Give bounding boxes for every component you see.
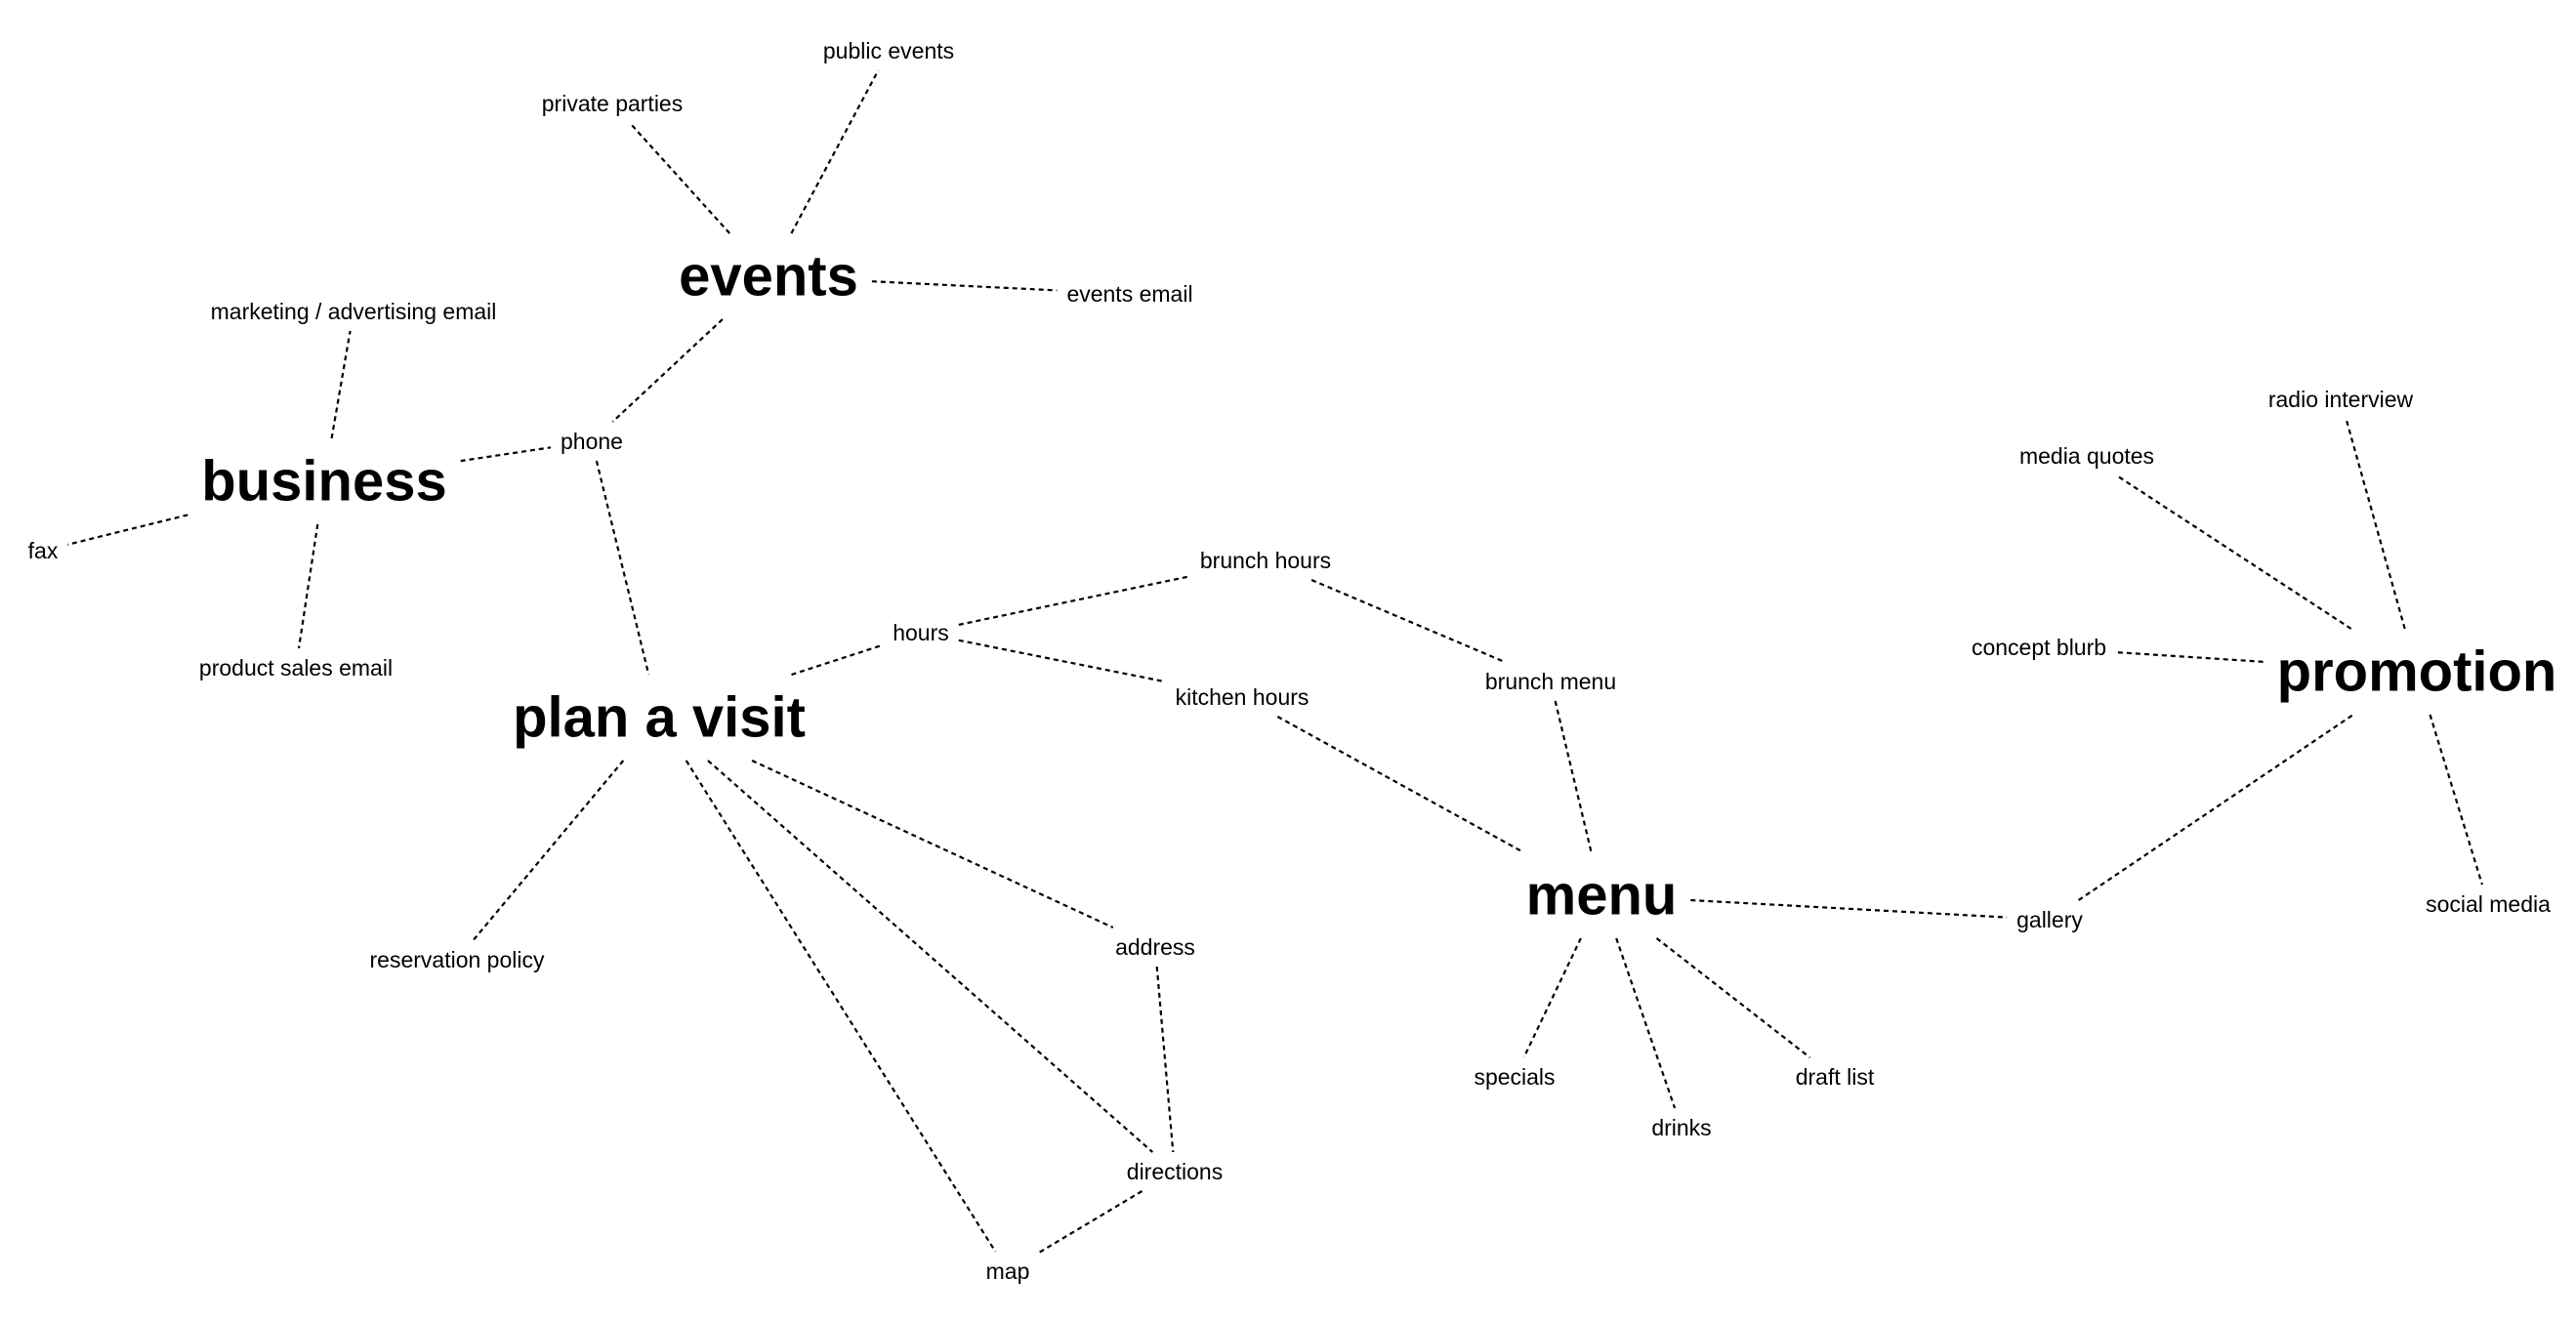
node-directions: directions [1127,1159,1223,1184]
edge-events-to-public-events [790,69,880,234]
node-specials: specials [1474,1064,1555,1090]
edge-plan-a-visit-to-map [685,760,997,1253]
node-phone: phone [561,429,623,454]
node-concept-blurb: concept blurb [1972,635,2106,660]
node-product-sales-email: product sales email [199,655,393,681]
node-events-email: events email [1066,281,1192,307]
edge-kitchen-hours-to-menu [1276,716,1524,853]
node-gallery: gallery [2016,907,2083,932]
node-events: events [679,245,858,309]
edge-events-to-private-parties [629,122,731,234]
edge-events-to-events-email [871,280,1058,292]
node-plan-a-visit: plan a visit [513,686,806,750]
edge-phone-to-plan-a-visit [595,460,650,676]
connector-lines [67,69,2483,1254]
node-draft-list: draft list [1796,1064,1875,1090]
edge-directions-to-map [1038,1190,1143,1254]
node-media-quotes: media quotes [2019,443,2154,469]
edge-brunch-menu-to-menu [1554,700,1593,853]
node-labels: events business plan a visit menu promotion p… [28,38,2557,1284]
node-address: address [1115,934,1195,960]
edge-menu-to-gallery [1690,898,2008,919]
edge-promotion-to-social-media [2429,714,2483,886]
edge-business-to-fax [67,514,188,546]
edge-plan-a-visit-to-address [751,760,1114,928]
edge-address-to-directions [1155,966,1175,1153]
edge-brunch-hours-to-brunch-menu [1310,578,1506,664]
edge-menu-to-drinks [1615,937,1677,1109]
node-hours: hours [893,620,949,645]
edge-plan-a-visit-to-hours [791,643,884,677]
edge-promotion-to-radio-interview [2345,418,2406,630]
node-drinks: drinks [1651,1115,1711,1140]
node-business: business [201,450,446,514]
edge-business-to-marketing-email [330,330,352,439]
edge-menu-to-draft-list [1655,937,1810,1058]
node-map: map [986,1258,1030,1284]
node-brunch-hours: brunch hours [1200,548,1331,573]
node-public-events: public events [823,38,954,63]
edge-promotion-to-media-quotes [2115,474,2352,630]
edge-plan-a-visit-to-directions [707,760,1154,1153]
edge-plan-a-visit-to-reservation-policy [472,760,625,941]
edge-gallery-to-promotion [2077,714,2354,901]
node-marketing-email: marketing / advertising email [211,299,497,324]
node-brunch-menu: brunch menu [1485,669,1616,694]
node-kitchen-hours: kitchen hours [1176,684,1309,710]
node-fax: fax [28,538,59,563]
edge-promotion-to-concept-blurb [2115,651,2264,663]
node-menu: menu [1526,864,1678,928]
node-social-media: social media [2426,891,2551,917]
edge-hours-to-kitchen-hours [958,639,1166,683]
edge-menu-to-specials [1522,937,1582,1058]
node-reservation-policy: reservation policy [370,947,545,972]
node-promotion: promotion [2277,640,2557,704]
edge-events-to-phone [611,318,724,423]
node-private-parties: private parties [542,91,683,116]
edge-business-to-product-sales-email [297,523,319,649]
node-radio-interview: radio interview [2268,387,2414,412]
edge-hours-to-brunch-hours [958,575,1191,626]
edge-business-to-phone [460,446,552,463]
